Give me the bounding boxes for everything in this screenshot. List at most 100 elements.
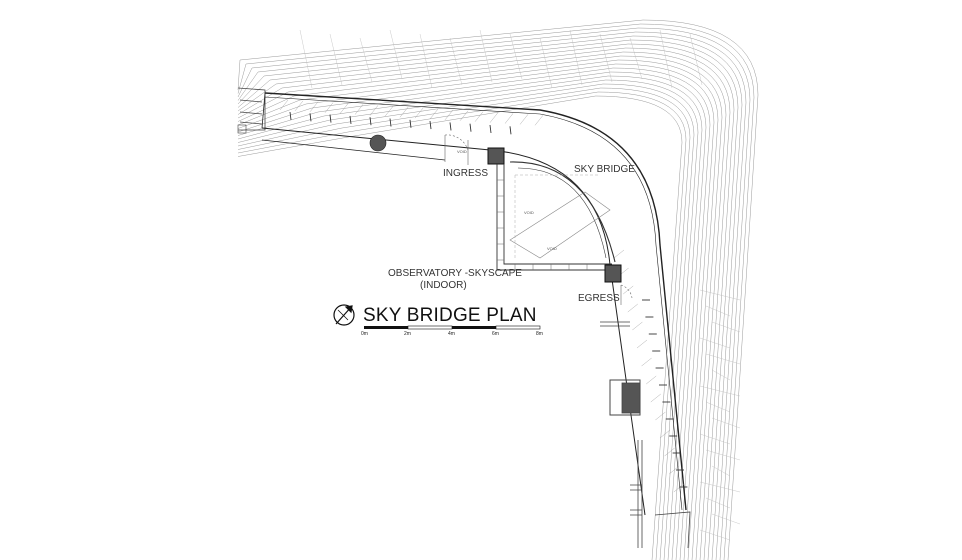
ingress-core	[487, 147, 505, 165]
glass-hatch	[414, 107, 424, 119]
hatch-line	[659, 29, 673, 89]
ingress-door	[444, 134, 469, 165]
railing-post	[289, 111, 292, 121]
glass-panel-hatching	[279, 99, 684, 493]
glass-hatch	[534, 115, 544, 126]
hatch-line	[705, 353, 741, 365]
contour-line	[237, 27, 751, 560]
hatch-line	[705, 401, 731, 413]
hatch-line	[389, 29, 403, 80]
scale-tick-0: 0m	[361, 331, 368, 337]
terrain-hatching	[299, 29, 741, 541]
hatch-line	[329, 33, 343, 86]
egress-core	[604, 264, 622, 283]
glass-hatch	[309, 101, 319, 112]
railing-post	[469, 123, 472, 132]
drawing-title: SKY BRIDGE PLAN	[363, 305, 537, 326]
glass-hatch	[613, 249, 625, 259]
contour-line	[237, 91, 687, 560]
glass-hatch	[636, 339, 648, 349]
glass-hatch	[655, 411, 666, 421]
hatch-line	[699, 529, 731, 541]
glass-hatch	[489, 112, 499, 123]
glass-hatch	[294, 100, 304, 112]
glass-hatch	[369, 105, 379, 116]
glass-hatch	[444, 109, 454, 121]
contour-line	[237, 47, 731, 560]
contour-line	[237, 87, 691, 560]
railing-post	[509, 126, 512, 135]
hatch-line	[479, 29, 493, 83]
railing-post	[309, 113, 312, 122]
contour-line	[237, 19, 759, 560]
label-ingress: INGRESS	[443, 168, 488, 179]
glass-hatch	[664, 447, 675, 457]
contour-line	[237, 31, 747, 560]
label-observatory-indoor: (INDOOR)	[420, 280, 467, 291]
glass-hatch	[459, 110, 469, 121]
railing-post	[409, 119, 412, 128]
hatch-line	[711, 417, 741, 429]
glass-hatch	[429, 108, 439, 120]
hatch-line	[629, 37, 643, 80]
hatch-line	[699, 385, 741, 397]
glass-hatch	[669, 465, 680, 475]
hatch-line	[699, 289, 741, 301]
scale-tick-4: 4m	[448, 331, 455, 337]
glass-hatch	[399, 107, 409, 118]
scale-tick-8: 8m	[536, 331, 543, 337]
hatch-line	[689, 33, 703, 86]
north-arrow-icon	[333, 304, 355, 326]
hatch-line	[509, 33, 523, 80]
contour-line	[237, 23, 755, 560]
contour-line	[237, 95, 683, 560]
terrain-contour-lines	[237, 19, 759, 560]
label-observatory: OBSERVATORY -SKYSCAPE	[388, 268, 522, 279]
glass-hatch	[673, 483, 684, 493]
existing-building-left	[237, 87, 266, 134]
railing-post	[369, 117, 372, 126]
hatch-line	[599, 33, 613, 83]
glass-hatch	[324, 102, 334, 113]
label-sky-bridge: SKY BRIDGE	[574, 164, 635, 175]
scale-tick-2: 2m	[404, 331, 411, 337]
railing-post	[429, 121, 432, 130]
glass-hatch	[339, 103, 349, 114]
hatch-line	[705, 497, 731, 509]
contour-line	[237, 51, 727, 560]
glass-hatch	[519, 114, 529, 125]
glass-hatch	[646, 375, 657, 385]
glass-hatch	[354, 104, 364, 115]
contour-line	[237, 75, 703, 560]
hatch-line	[711, 321, 741, 333]
hatch-line	[569, 29, 583, 86]
glass-hatch	[641, 357, 652, 367]
hatch-line	[705, 449, 741, 461]
label-egress: EGRESS	[578, 293, 620, 304]
contour-line	[237, 63, 715, 560]
hatch-line	[449, 37, 463, 86]
railing-posts	[289, 111, 688, 488]
egress-door	[620, 284, 633, 305]
contour-line	[237, 39, 739, 560]
glass-hatch	[632, 321, 643, 331]
hatch-line	[699, 337, 731, 349]
label-void: VOID	[547, 246, 557, 251]
hatch-line	[699, 433, 731, 445]
contour-line	[237, 35, 743, 560]
railing-post	[349, 115, 352, 124]
hatch-line	[419, 33, 433, 89]
label-void: VOID	[457, 149, 467, 154]
glass-hatch	[474, 111, 484, 122]
hatch-line	[711, 513, 741, 525]
contour-line	[237, 79, 699, 560]
contour-line	[237, 71, 707, 560]
glass-hatch	[279, 99, 289, 111]
glass-hatch	[659, 429, 671, 439]
hatch-line	[539, 37, 553, 89]
hatch-line	[699, 481, 741, 493]
round-column	[369, 134, 387, 152]
railing-post	[389, 118, 392, 127]
label-void: VOID	[524, 210, 534, 215]
